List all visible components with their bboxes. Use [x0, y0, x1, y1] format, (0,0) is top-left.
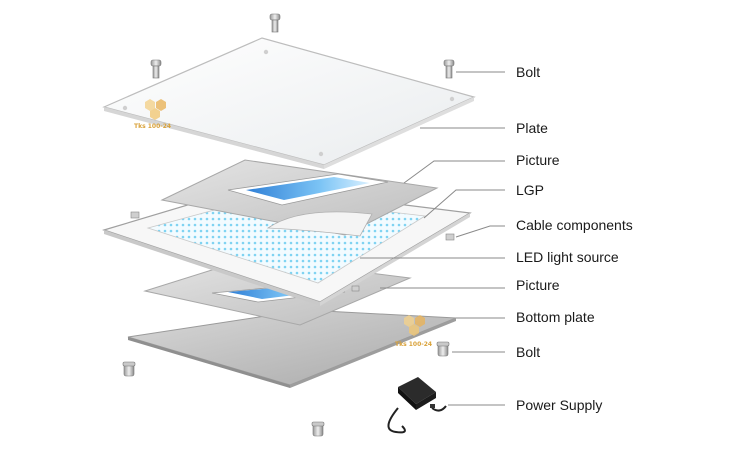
bolt-icon [122, 361, 136, 377]
watermark-text-top: Tks 100-24 [134, 123, 171, 130]
cable-connector-right [445, 233, 455, 241]
watermark-text-bottom: Tks 100-24 [395, 341, 432, 348]
bolt-icon [269, 13, 281, 33]
label-picture-top: Picture [516, 152, 560, 168]
cable-connector-bottom [351, 285, 360, 292]
watermark-logo-top: Tks 100-24 [134, 99, 171, 130]
label-cable-components: Cable components [516, 217, 633, 233]
label-power-supply: Power Supply [516, 397, 602, 413]
phone-image-top [227, 173, 389, 206]
label-lgp: LGP [516, 182, 544, 198]
bolt-icon [436, 341, 450, 357]
label-bottom-plate: Bottom plate [516, 309, 595, 325]
bolt-icon [443, 59, 455, 79]
leader-lgp [423, 189, 505, 219]
cable-connector-left [130, 211, 140, 219]
power-supply-icon [387, 377, 447, 434]
bolt-icon [150, 59, 162, 79]
watermark-logo-bottom: Tks 100-24 [395, 315, 432, 348]
label-picture-bottom: Picture [516, 277, 560, 293]
bolt-icon [311, 421, 325, 437]
label-plate: Plate [516, 120, 548, 136]
leader-cable-components [455, 225, 505, 238]
labels: Bolt Plate Picture LGP Cable components … [516, 64, 633, 413]
picture-top-panel [160, 159, 439, 237]
leader-picture-top [403, 160, 505, 184]
top-plate-panel [102, 37, 476, 169]
leader-lines [360, 71, 505, 406]
label-led-light-source: LED light source [516, 249, 619, 265]
label-bolt-top: Bolt [516, 64, 540, 80]
label-bolt-bottom: Bolt [516, 344, 540, 360]
